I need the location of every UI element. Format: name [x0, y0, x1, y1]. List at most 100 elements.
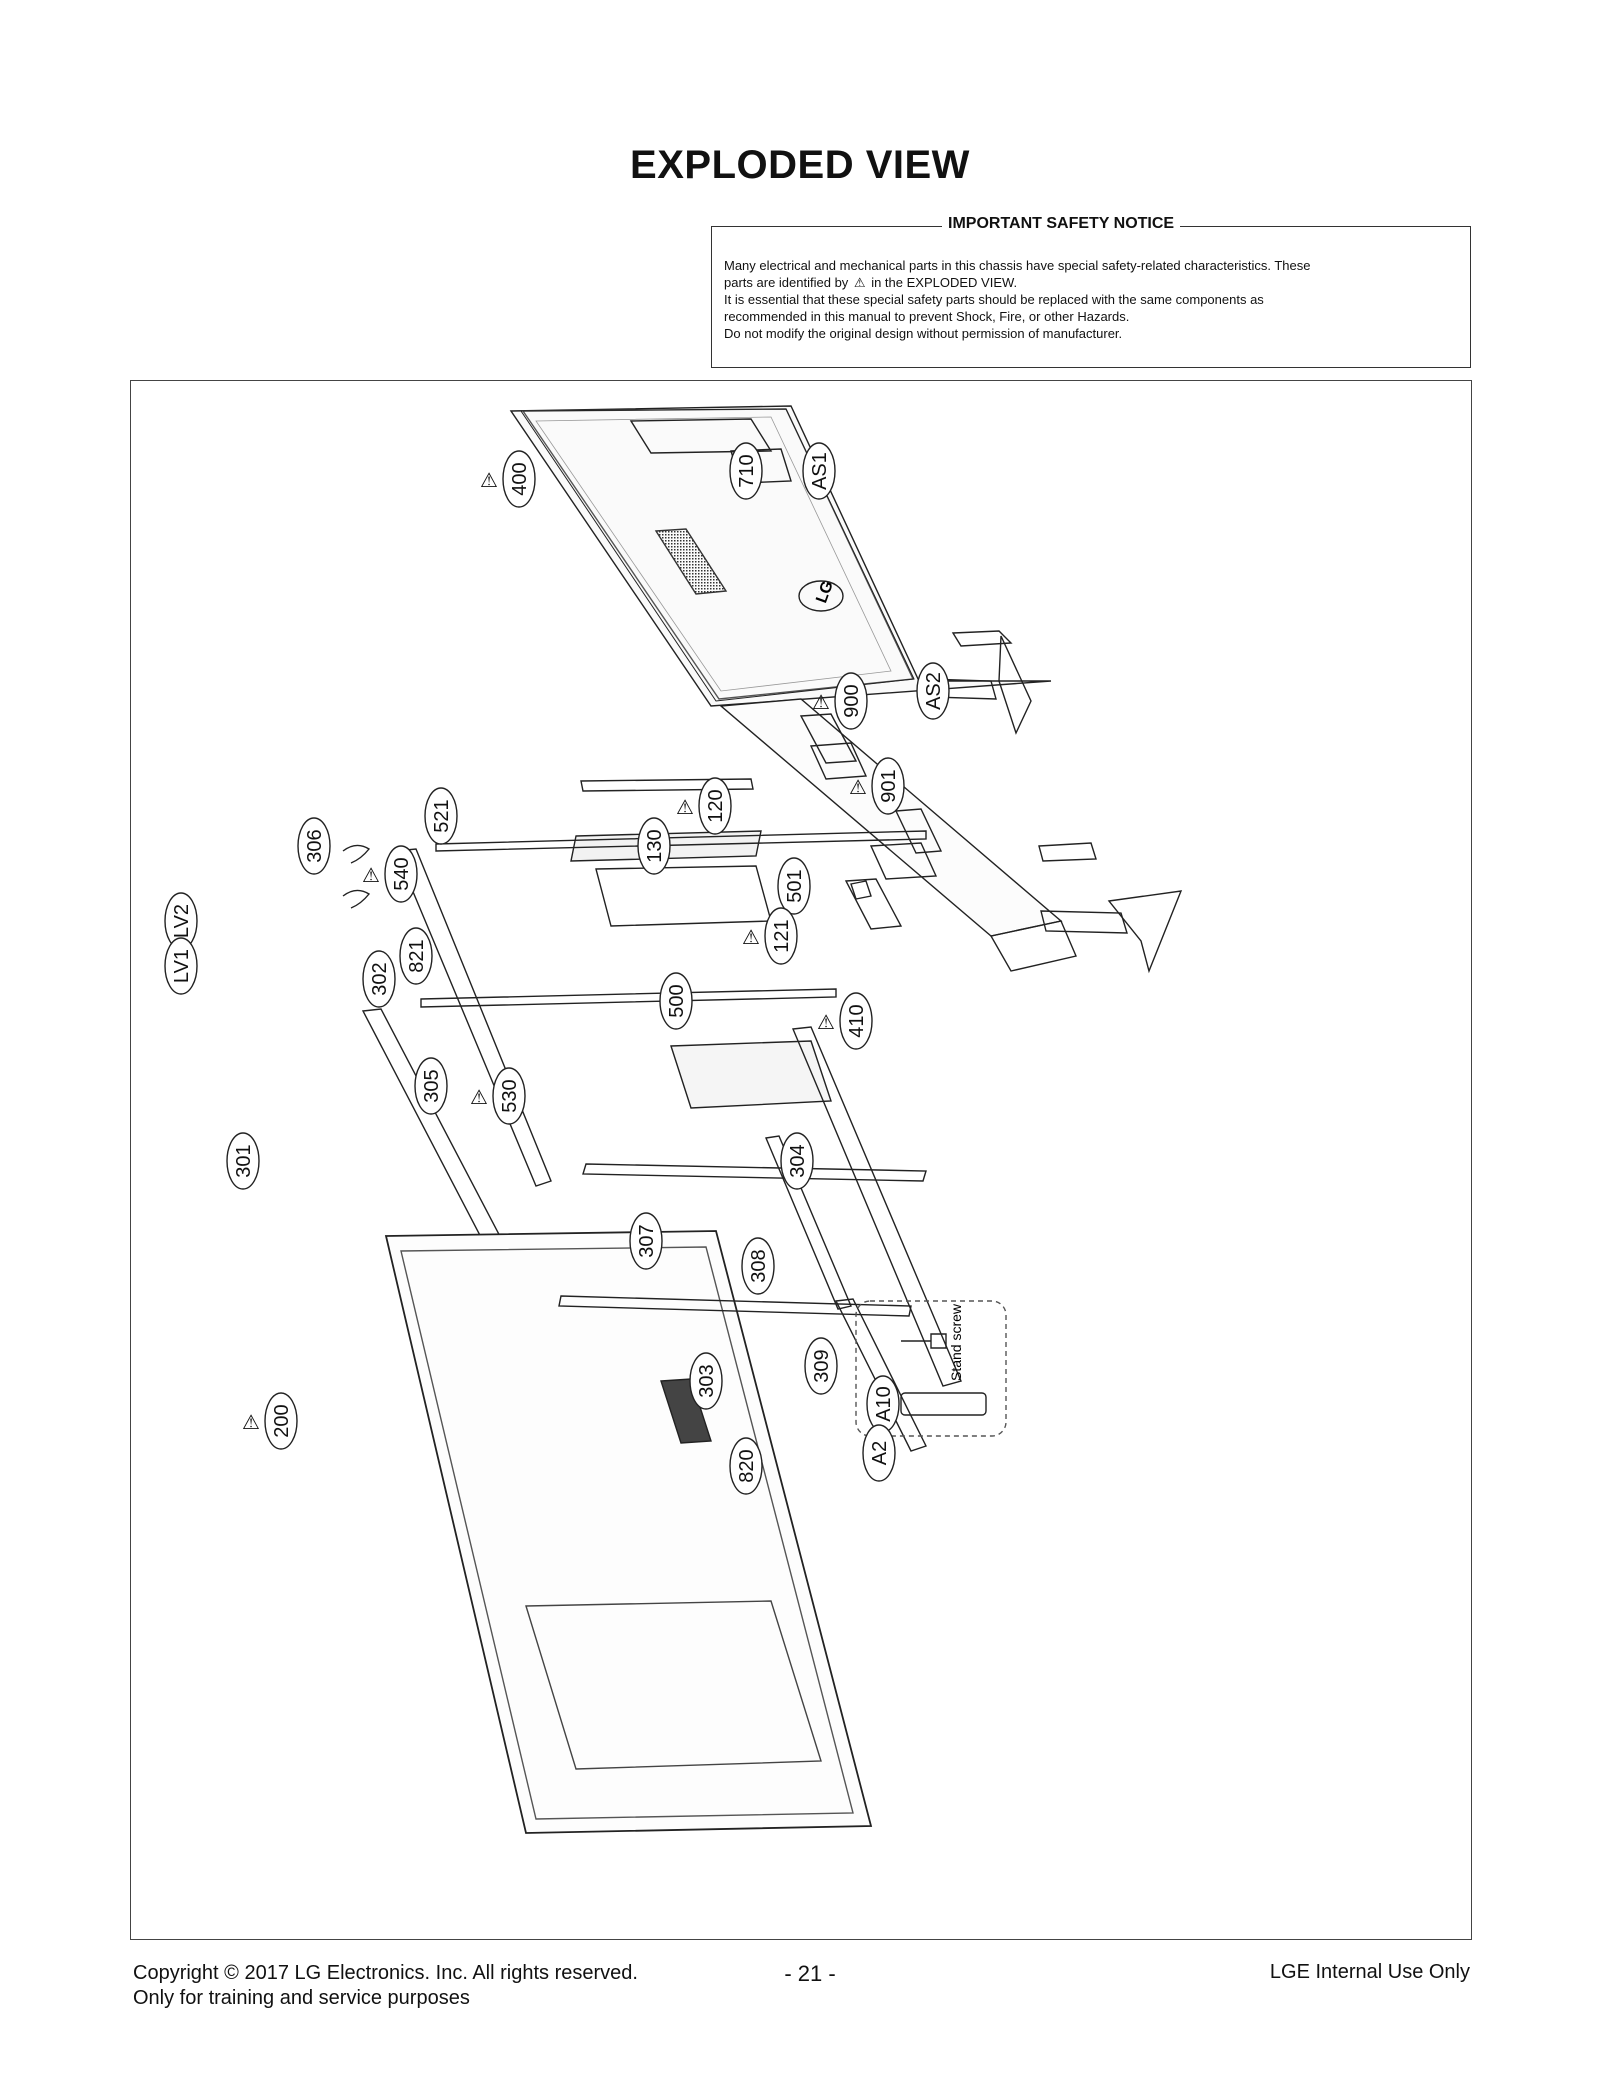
warning-triangle-icon: ⚠ — [742, 927, 760, 949]
callout-balloon — [424, 787, 458, 845]
callout-label: 307 — [636, 1224, 658, 1257]
callout-400: 400 ⚠ — [480, 450, 536, 508]
warning-triangle-icon: ⚠ — [480, 470, 498, 492]
callout-balloon — [384, 845, 418, 903]
accessory-box — [855, 1300, 1007, 1437]
callout-530: 530⚠ — [470, 1067, 526, 1125]
callout-balloon — [637, 817, 671, 875]
bar-303 — [558, 1295, 912, 1317]
callout-a2: A2 — [862, 1424, 896, 1482]
callout-301: 301 — [226, 1132, 260, 1190]
callout-label: A10 — [873, 1386, 895, 1422]
callout-balloon — [802, 442, 836, 500]
stand-as1-top — [951, 630, 1013, 647]
callout-410: 410⚠ — [817, 992, 873, 1050]
part-outlines — [342, 405, 1183, 1834]
callout-balloon — [226, 1132, 260, 1190]
callout-label: AS2 — [923, 672, 945, 710]
remote-a2 — [900, 1392, 987, 1416]
callout-label: 120 — [705, 789, 727, 822]
callout-500: 500 — [659, 972, 693, 1030]
callout-130: 130 — [637, 817, 671, 875]
callout-label: 901 — [878, 769, 900, 802]
footer-copyright: Copyright © 2017 LG Electronics. Inc. Al… — [133, 1962, 638, 1984]
bracket-121 — [869, 842, 938, 880]
callout-balloon — [164, 937, 198, 995]
callout-balloon — [777, 857, 811, 915]
back-cover-border — [520, 408, 915, 702]
callout-lv1: LV1 — [164, 937, 198, 995]
callout-balloon — [916, 662, 950, 720]
callout-balloon — [780, 1132, 814, 1190]
back-cover-panel — [535, 416, 892, 692]
safety-notice-body: Many electrical and mechanical parts in … — [724, 257, 1458, 342]
callout-label: 301 — [233, 1144, 255, 1177]
callout-balloon — [862, 1424, 896, 1482]
callout-label: 306 — [304, 829, 326, 862]
callout-label: 410 — [846, 1004, 868, 1037]
callout-balloon — [764, 907, 798, 965]
callout-balloon — [729, 1437, 763, 1495]
panel-530 — [670, 1040, 832, 1109]
callout-306: 306 — [297, 817, 331, 875]
back-cover-handle — [629, 418, 773, 454]
page-title: EXPLODED VIEW — [630, 143, 970, 187]
callout-label: 130 — [644, 829, 666, 862]
callout-304: 304 — [780, 1132, 814, 1190]
callout-label: A2 — [869, 1441, 891, 1465]
stand-as2-cover — [1038, 842, 1097, 862]
callout-label: 500 — [666, 984, 688, 1017]
rail-308 — [765, 1135, 852, 1310]
callout-308: 308 — [741, 1237, 775, 1295]
callout-balloon — [399, 927, 433, 985]
callout-balloon — [741, 1237, 775, 1295]
callout-label: 304 — [787, 1144, 809, 1177]
callout-900: 900⚠ — [812, 672, 868, 730]
callout-302: 302 — [362, 950, 396, 1008]
callout-label: 305 — [421, 1069, 443, 1102]
lg-logo-circle — [798, 580, 844, 612]
footer-left: Copyright © 2017 LG Electronics. Inc. Al… — [133, 1961, 638, 2011]
callout-balloon — [414, 1057, 448, 1115]
callout-901: 901 ⚠ — [849, 757, 905, 815]
callout-balloon — [804, 1337, 838, 1395]
callout-label: 400 — [509, 462, 531, 495]
lg-logo-text: LG — [813, 579, 837, 606]
board-521 — [580, 778, 754, 792]
callout-label: 820 — [736, 1449, 758, 1482]
footer-internal: LGE Internal Use Only — [1269, 1961, 1470, 1983]
stand-901-leg — [1107, 890, 1183, 974]
callout-label: 121 — [771, 919, 793, 952]
callout-label: 308 — [748, 1249, 770, 1282]
rail-304 — [791, 1026, 962, 1387]
notice-line-4: recommended in this manual to prevent Sh… — [724, 309, 1130, 324]
callout-540: 540⚠ — [362, 845, 418, 903]
panel-820 — [525, 1600, 822, 1770]
shield-821 — [595, 865, 772, 927]
notice-line-2: parts are identified by ⚠ in the EXPLODE… — [724, 274, 1458, 291]
stand-screw-label: Stand screw — [948, 1303, 964, 1381]
notice-line-1: Many electrical and mechanical parts in … — [724, 258, 1311, 273]
callout-307: 307 — [629, 1212, 663, 1270]
callout-balloon — [689, 1352, 723, 1410]
frame-200 — [384, 1230, 873, 1834]
callout-200: 200⚠ — [242, 1392, 298, 1450]
callout-710: 710 — [729, 442, 763, 500]
callout-balloon — [698, 777, 732, 835]
screw-a10 — [901, 1333, 947, 1349]
warning-triangle-icon: ⚠ — [242, 1412, 260, 1434]
bracket-120 — [799, 713, 858, 764]
bracket-130 — [844, 878, 903, 930]
callout-label: 710 — [736, 454, 758, 487]
part-lv2 — [342, 844, 371, 864]
callout-balloon — [297, 817, 331, 875]
back-cover-vent — [654, 528, 728, 595]
callout-label: 303 — [696, 1364, 718, 1397]
callout-balloon — [659, 972, 693, 1030]
warning-triangle-icon: ⚠ — [849, 777, 867, 799]
callout-balloon — [729, 442, 763, 500]
callout-label: 900 — [841, 684, 863, 717]
callout-a10: A10 — [866, 1375, 900, 1433]
